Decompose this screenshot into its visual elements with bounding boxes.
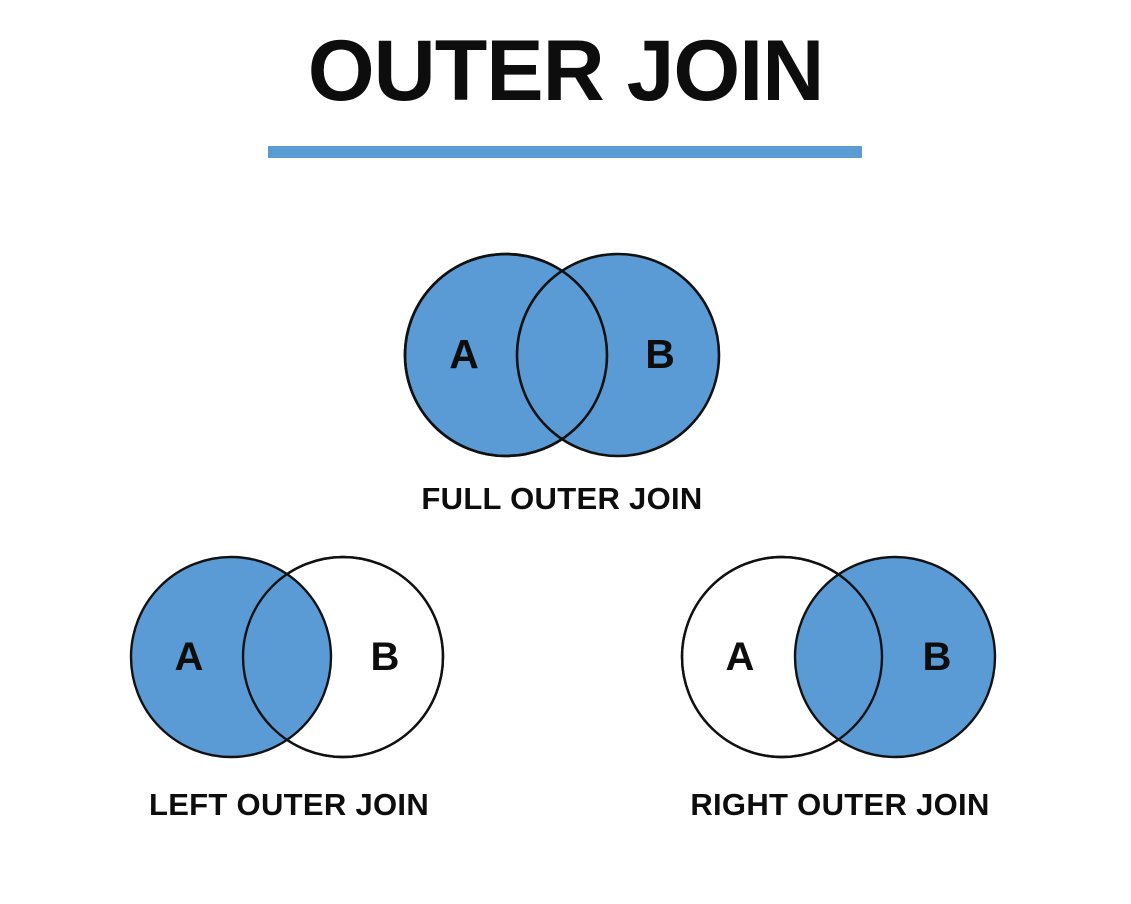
circle-b-right-label: B (923, 635, 952, 679)
circle-a-right-label: A (726, 635, 755, 679)
circle-b-left-outline (241, 555, 445, 759)
venn-diagram-left-outer-join: A B (123, 549, 451, 765)
circle-b-left-label: B (371, 635, 400, 679)
circle-b-full (515, 252, 721, 458)
venn-diagram-right-outer-join: A B (674, 549, 1003, 765)
right-outer-join-svg: A B (680, 555, 997, 759)
circle-a-left-label: A (175, 635, 204, 679)
circle-a-full-outline (403, 252, 609, 458)
circle-a-left (129, 555, 333, 759)
page-title: OUTER JOIN (307, 23, 825, 119)
left-outer-join-svg: A B (129, 555, 445, 759)
full-outer-join-svg: A B (403, 252, 721, 458)
circle-b-full-label: B (645, 331, 675, 377)
caption-full-outer-join: FULL OUTER JOIN (421, 481, 703, 516)
circle-b-right (793, 555, 997, 759)
circle-a-full-label: A (449, 331, 479, 377)
venn-diagram-full-outer-join: A B (396, 245, 728, 465)
title-underline-bar (268, 146, 862, 158)
caption-left-outer-join: LEFT OUTER JOIN (148, 787, 430, 822)
circle-a-right-outline (680, 555, 884, 759)
caption-right-outer-join: RIGHT OUTER JOIN (690, 787, 990, 822)
